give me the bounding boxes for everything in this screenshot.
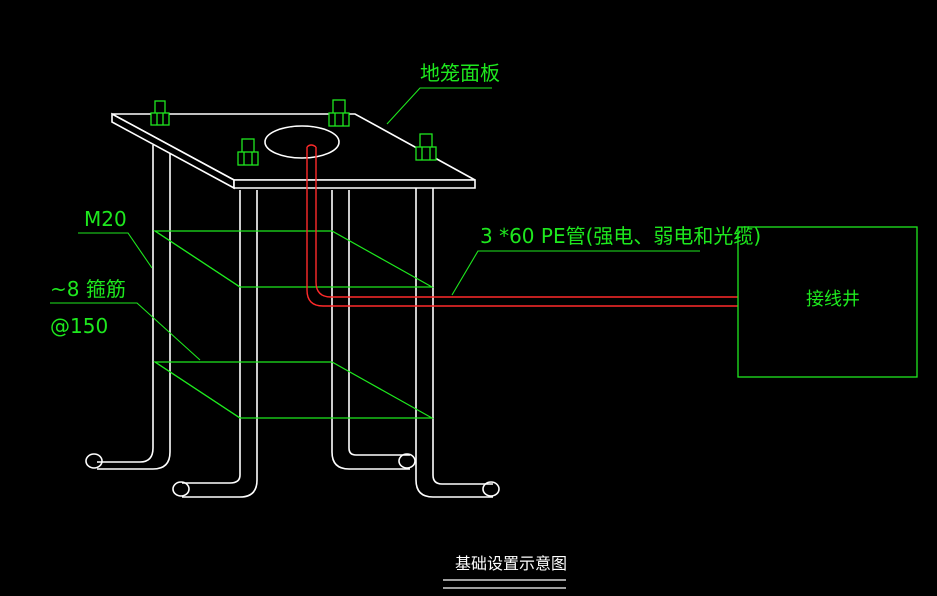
anchor-bar-2 bbox=[182, 190, 258, 498]
base-plate-front bbox=[233, 179, 476, 189]
anchor-bar-1 bbox=[97, 135, 171, 470]
label-base-plate: 地笼面板 bbox=[420, 61, 500, 85]
bolt-1 bbox=[150, 100, 170, 126]
leader-lines bbox=[50, 87, 700, 361]
anchor-bars bbox=[85, 135, 500, 498]
bolt-3 bbox=[237, 138, 259, 166]
anchor-bar-2-hook bbox=[172, 481, 190, 497]
label-stirrup: ~8 箍筋 bbox=[50, 277, 126, 301]
anchor-bar-4 bbox=[415, 155, 493, 498]
leader-conduit bbox=[451, 250, 700, 296]
drawing-title: 基础设置示意图 bbox=[455, 554, 567, 573]
anchor-bar-3 bbox=[331, 190, 410, 470]
label-stirrup-spacing: @150 bbox=[50, 314, 108, 338]
bolts bbox=[150, 99, 437, 166]
base-plate bbox=[111, 112, 476, 190]
title-underline bbox=[443, 579, 566, 589]
conduit-opening bbox=[264, 125, 340, 159]
leader-bolt bbox=[78, 232, 153, 269]
stirrups bbox=[152, 230, 435, 419]
bolt-2 bbox=[328, 99, 350, 127]
bolt-4 bbox=[415, 133, 437, 161]
anchor-bar-3-hook bbox=[398, 453, 416, 469]
label-conduit: 3 *60 PE管(强电、弱电和光缆) bbox=[480, 224, 761, 248]
leader-base-plate bbox=[386, 87, 492, 125]
leader-stirrup bbox=[50, 302, 201, 361]
pe-conduit bbox=[306, 144, 738, 307]
label-junction-box: 接线井 bbox=[806, 289, 860, 310]
anchor-bar-1-hook bbox=[85, 453, 103, 469]
anchor-bar-4-hook bbox=[482, 481, 500, 497]
junction-box bbox=[737, 226, 918, 378]
label-bolt-size: M20 bbox=[84, 207, 127, 231]
